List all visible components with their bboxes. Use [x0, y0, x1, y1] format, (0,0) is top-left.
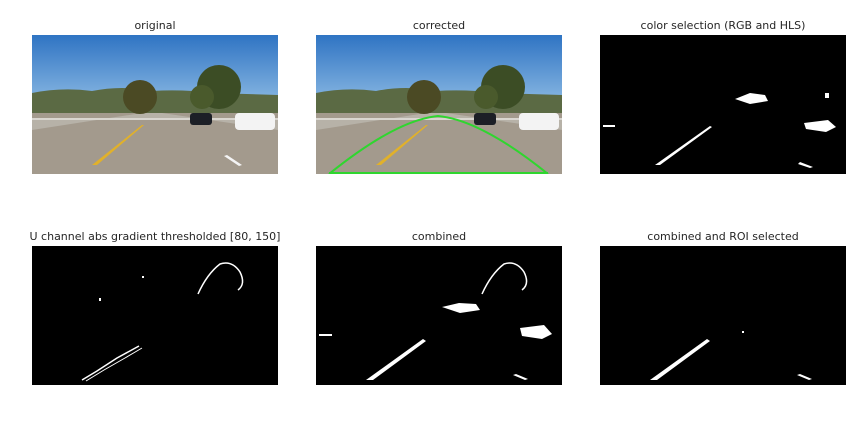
- tree-right-small: [474, 85, 498, 109]
- speck: [142, 276, 144, 278]
- car-blob: [804, 120, 836, 132]
- edge-blob: [603, 125, 615, 127]
- corrected-road-image: [316, 35, 562, 174]
- panel-title-combined: combined: [411, 230, 467, 243]
- speck: [99, 298, 101, 301]
- cloud-blob: [442, 303, 480, 313]
- combined-svg: [316, 246, 562, 385]
- tree-center: [123, 80, 157, 114]
- right-lane-blob: [797, 374, 812, 380]
- color-selection-mask: [600, 35, 846, 174]
- combined-roi-svg: [600, 246, 846, 385]
- yellow-lane-line: [92, 125, 144, 165]
- right-lane-blob: [798, 162, 813, 168]
- sign-blob: [825, 93, 829, 98]
- speck: [742, 331, 744, 333]
- guardrail: [32, 113, 278, 130]
- panel-title-gradient: U channel abs gradient thresholded [80, …: [29, 230, 281, 243]
- mask-bg: [316, 246, 562, 385]
- dark-car: [190, 113, 212, 125]
- panel-title-corrected: corrected: [412, 19, 466, 32]
- white-lane-dash: [224, 155, 242, 166]
- left-lane-blob: [366, 339, 426, 380]
- tree-right-small: [190, 85, 214, 109]
- mask-bg: [600, 35, 846, 174]
- roi-overlay: [328, 114, 549, 174]
- panel-title-combined-roi: combined and ROI selected: [647, 230, 799, 243]
- yellow-lane-line: [376, 125, 428, 165]
- original-road-image: [32, 35, 278, 174]
- combined-roi-mask: [600, 246, 846, 385]
- color-selection-svg: [600, 35, 846, 174]
- cloud-blob: [735, 93, 768, 104]
- lane-edge-1: [81, 345, 140, 381]
- white-car: [235, 113, 275, 130]
- edge-blob: [319, 334, 332, 336]
- gradient-mask: [32, 246, 278, 385]
- panel-title-original: original: [134, 19, 176, 32]
- left-lane-blob: [655, 126, 712, 165]
- gradient-svg: [32, 246, 278, 385]
- dark-car: [474, 113, 496, 125]
- panel-title-color-selection: color selection (RGB and HLS): [640, 19, 806, 32]
- tree-edges: [481, 262, 528, 295]
- car-blob: [520, 325, 552, 339]
- tree-edges: [197, 262, 244, 295]
- original-road-svg: [32, 35, 278, 174]
- left-lane-blob: [650, 339, 710, 380]
- mask-bg: [32, 246, 278, 385]
- right-lane-blob: [513, 374, 528, 380]
- corrected-road-svg: [316, 35, 562, 174]
- white-car: [519, 113, 559, 130]
- lane-edge-2: [85, 347, 143, 382]
- combined-mask: [316, 246, 562, 385]
- mask-bg: [600, 246, 846, 385]
- tree-center: [407, 80, 441, 114]
